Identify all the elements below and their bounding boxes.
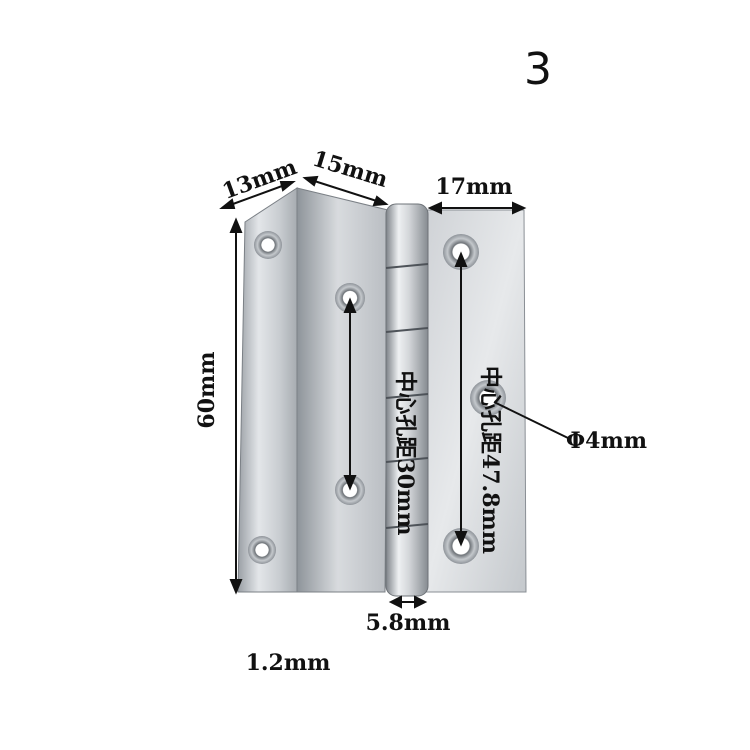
- dimension-label-5-8mm: 5.8mm: [366, 610, 451, 636]
- dimension-lines: [219, 175, 569, 609]
- dimension-label-17mm: 17mm: [435, 174, 512, 200]
- hole-right-middle: [470, 380, 506, 416]
- knuckle-barrel: [385, 203, 429, 597]
- hole-spacing-label-right: 中心孔距47.8mm: [477, 366, 503, 554]
- corner-number: 3: [524, 44, 552, 95]
- dimension-label-thickness: 1.2mm: [246, 650, 331, 676]
- dimension-label-15mm: 15mm: [309, 146, 390, 193]
- dimension-label-60mm: 60mm: [194, 351, 220, 428]
- dimension-label-hole-diameter: Φ4mm: [566, 428, 647, 454]
- hole-spacing-label-left: 中心孔距30mm: [392, 370, 418, 535]
- hole-left-outer-top: [254, 231, 282, 259]
- left-inner-leaf: [296, 187, 389, 593]
- hole-left-outer-bottom: [248, 536, 276, 564]
